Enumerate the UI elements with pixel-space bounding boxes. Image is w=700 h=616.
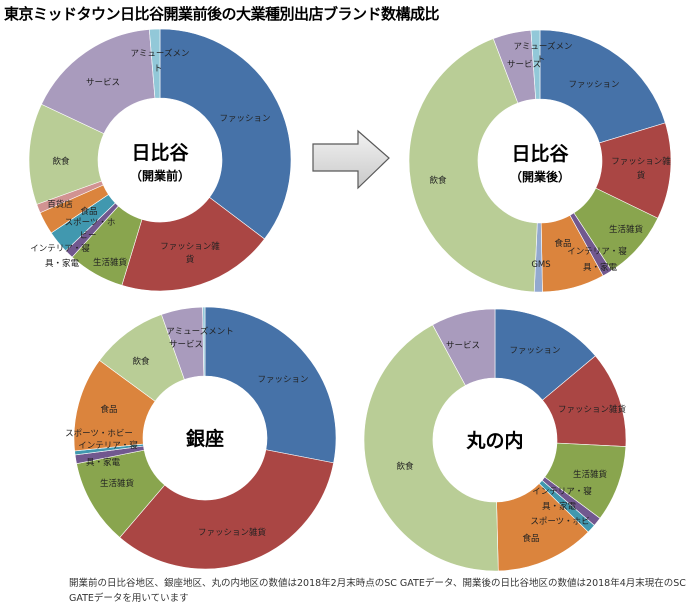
chart-center-title: 日比谷	[131, 142, 189, 164]
segment-label: サービス	[446, 341, 480, 351]
segment-label: ファッション雑貨	[558, 404, 627, 415]
segment-label: アミューズメン	[514, 41, 573, 52]
segment-label: 生活雑貨	[609, 224, 644, 235]
segment-label: アミューズメン	[131, 48, 190, 59]
footnote: 開業前の日比谷地区、銀座地区、丸の内地区の数値は2018年2月末時点のSC GA…	[69, 578, 686, 604]
chart-center-subtitle: （開業後）	[510, 169, 570, 184]
segment-label: ファッション雑	[160, 241, 220, 252]
segment-label: 食品	[554, 238, 571, 249]
segment-label: ファッション雑	[611, 156, 671, 167]
donut-segment	[202, 306, 206, 377]
segment-label: サービス	[86, 78, 120, 88]
segment-label: ファッション	[509, 346, 560, 356]
segment-label: GMS	[531, 260, 550, 270]
segment-label: ビー	[79, 231, 96, 241]
segment-label: インテリア・寝	[30, 243, 90, 254]
donut-segment	[119, 449, 334, 570]
segment-label: 具・家電	[542, 501, 577, 512]
segment-label: サービス	[507, 60, 541, 70]
segment-label: ファッション	[568, 80, 619, 90]
segment-label: 飲食	[396, 461, 414, 472]
segment-label: 貨	[637, 170, 646, 181]
segment-label: インテリア・寝	[78, 440, 138, 451]
chart-center-title: 丸の内	[465, 429, 523, 452]
right-arrow-icon	[312, 129, 390, 190]
segment-label: ト	[154, 64, 163, 74]
donut-segment	[148, 28, 161, 99]
segment-label: 具・家電	[86, 457, 121, 468]
segment-label: ファッション雑貨	[198, 527, 267, 538]
segment-label: 百貨店	[47, 199, 73, 210]
segment-label: インテリア・寝	[567, 246, 627, 257]
segment-label: 食品	[80, 206, 97, 217]
segment-label: 生活雑貨	[93, 257, 128, 268]
segment-label: スポーツ・ホ	[65, 218, 116, 228]
segment-label: 生活雑貨	[100, 478, 135, 489]
chart-center-title: 日比谷	[511, 143, 569, 165]
donut-segment	[41, 29, 156, 135]
segment-label: 飲食	[429, 175, 447, 186]
donut-segment	[530, 29, 541, 100]
segment-label: 具・家電	[583, 262, 618, 273]
donut-segment	[539, 29, 666, 144]
segment-label: スポーツ・ホビ	[530, 517, 589, 527]
chart-center-title: 銀座	[186, 427, 224, 450]
segment-label: 飲食	[52, 156, 70, 167]
segment-label: 食品	[522, 533, 539, 544]
donut-segment	[363, 324, 499, 572]
segment-label: スポーツ・ホビー	[65, 429, 133, 439]
segment-label: 食品	[100, 404, 117, 415]
segment-label: ファッション	[219, 114, 270, 124]
segment-label: ト	[537, 55, 546, 65]
segment-label: インテリア・寝	[532, 486, 592, 497]
chart-center-subtitle: （開業前）	[130, 168, 190, 183]
donut-segment	[204, 306, 337, 464]
donut-segment	[121, 196, 265, 292]
page-title: 東京ミッドタウン日比谷開業前後の大業種別出店ブランド数構成比	[4, 5, 440, 23]
segment-label: 具・家電	[45, 258, 80, 269]
segment-label: サービス	[169, 340, 203, 350]
donut-segment	[432, 308, 496, 386]
segment-label: 貨	[186, 254, 195, 265]
segment-label: アミューズメント	[166, 326, 233, 337]
segment-label: ファッション	[257, 375, 308, 385]
segment-label: 生活雑貨	[573, 469, 608, 480]
donut-segment	[159, 28, 292, 240]
donut-segment	[408, 38, 538, 293]
segment-label: 飲食	[132, 356, 150, 367]
